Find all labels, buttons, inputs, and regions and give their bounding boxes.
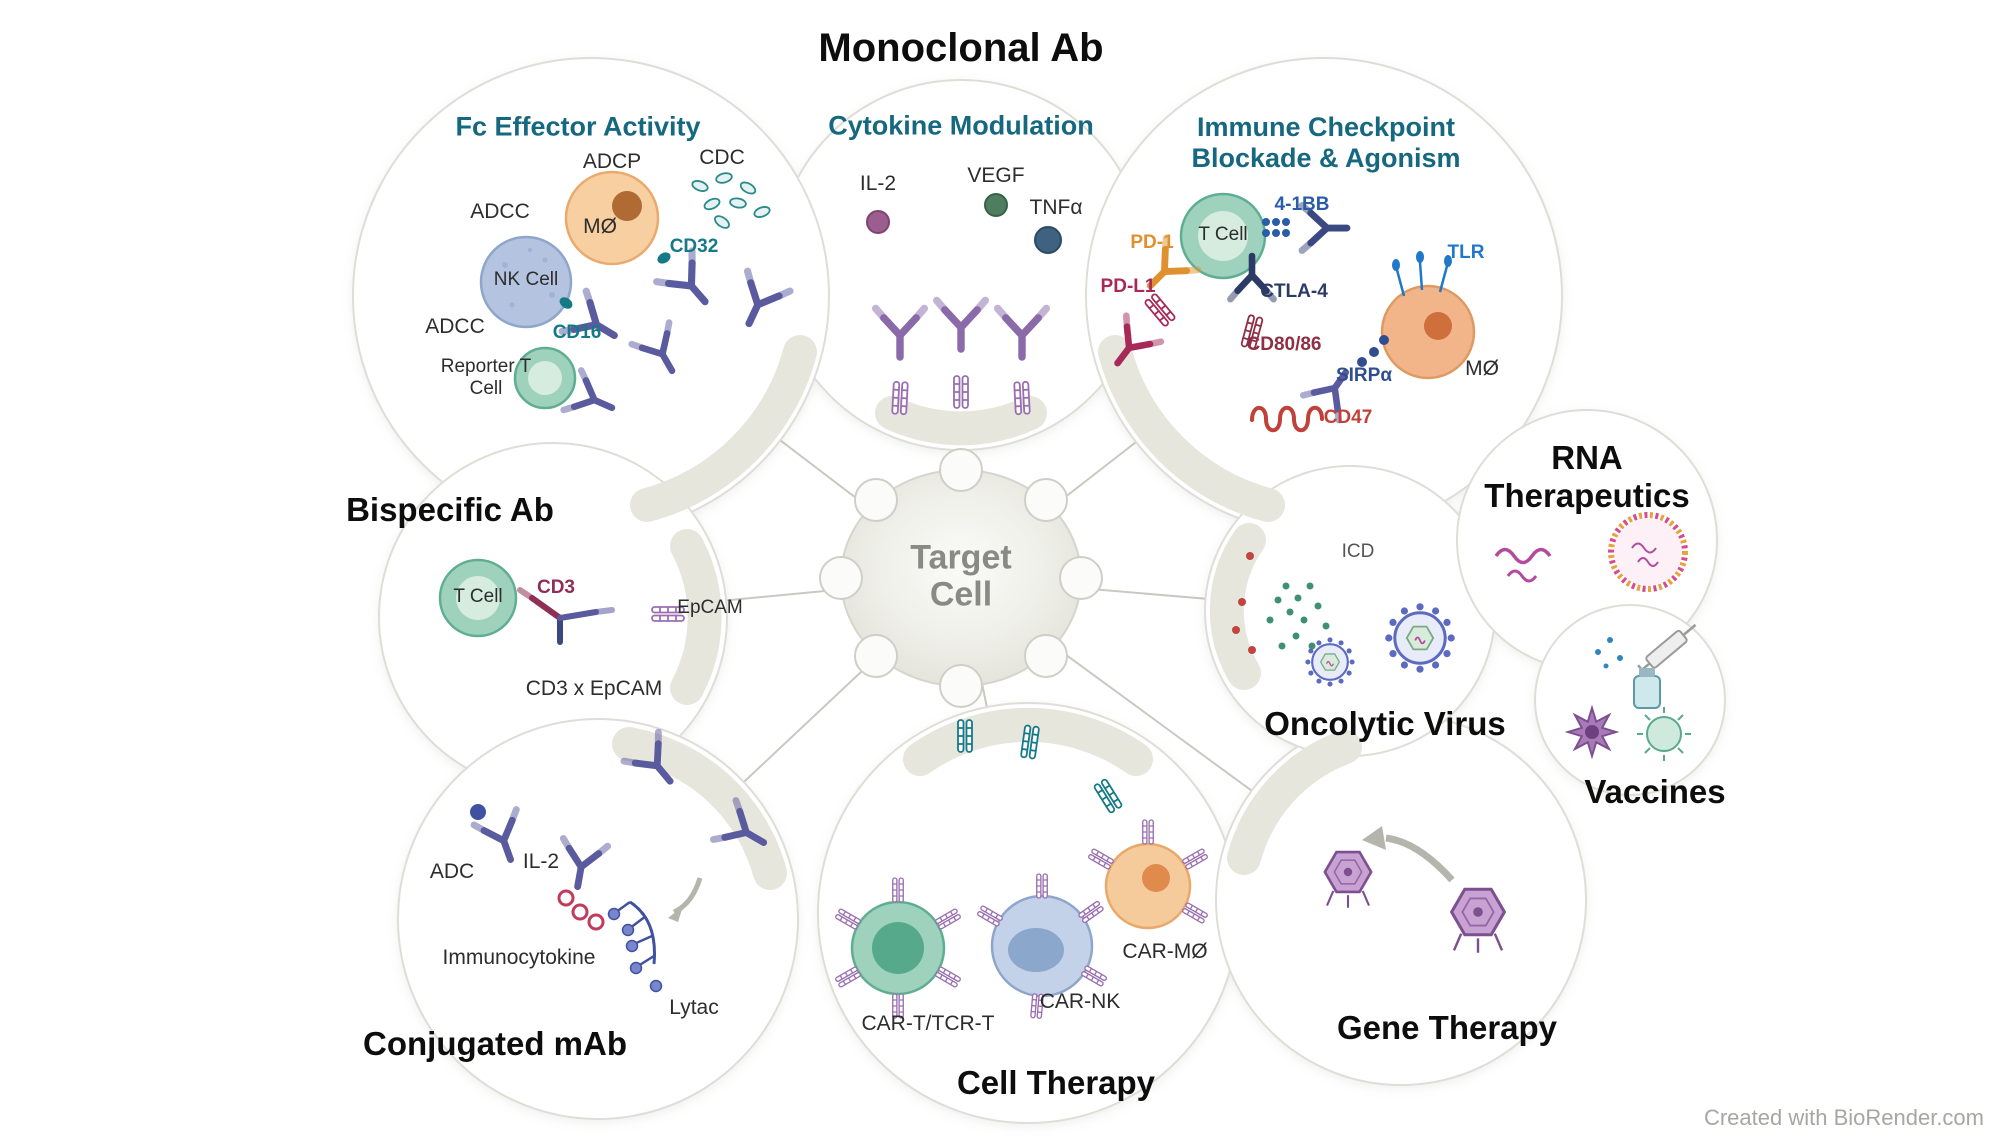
car-mo-cell-icon: [1087, 819, 1209, 930]
car-t-label: CAR-T/TCR-T: [861, 1011, 995, 1035]
immunocytokine-icon: [556, 838, 608, 931]
macrophage-cell-icon: [564, 170, 660, 266]
bispecific-antibody-icon: [517, 587, 615, 645]
cd3-label: CD3: [536, 577, 576, 599]
cd47-label: CD47: [1323, 407, 1373, 429]
t-cell-icon: [438, 558, 518, 638]
car-nk-cell-icon: [976, 873, 1108, 1020]
monoclonal-ab-title: Monoclonal Ab: [818, 26, 1104, 70]
cd32-receptor-icon: [657, 252, 671, 264]
dendritic-cell-icon: [1564, 704, 1620, 760]
cytokine-icons: [866, 193, 1062, 416]
gene-therapy-title: Gene Therapy: [1336, 1009, 1558, 1047]
cd3-x-epcam-label: CD3 x EpCAM: [525, 676, 663, 700]
tnfa-label: TNFα: [1029, 195, 1083, 219]
cell-therapy-icons: [834, 719, 1209, 1020]
il2-conjugated-label: IL-2: [522, 849, 560, 873]
membrane-bands: [612, 335, 1362, 890]
sirpa-receptor-icon: [1357, 335, 1389, 367]
adcc-label: ADCC: [470, 199, 530, 223]
cdc-label: CDC: [699, 145, 745, 169]
target-cell-receptors: [819, 448, 1103, 708]
checkpoint-icons: [1100, 192, 1476, 433]
vaccine-icons: [1564, 623, 1697, 761]
macrophage-label: MØ: [583, 214, 617, 238]
cd47-icon: [1250, 405, 1324, 433]
target-cell-label: Target Cell: [910, 538, 1012, 614]
icd-particles: [1232, 552, 1330, 654]
vial-icon: [1633, 668, 1661, 709]
oncolytic-title: Oncolytic Virus: [1264, 705, 1506, 743]
immune-cell-icon: [1637, 707, 1691, 761]
tlr-receptor-icon: [1392, 251, 1452, 297]
car-nk-label: CAR-NK: [1039, 989, 1121, 1013]
syringe-icon: [1637, 623, 1697, 676]
il2-label: IL-2: [859, 171, 897, 195]
pdl1-label: PD-L1: [1100, 276, 1156, 298]
t-cell-label: T Cell: [1198, 224, 1248, 246]
gene-therapy-icons: [1323, 826, 1506, 955]
macrophage-cell-icon: [1380, 284, 1476, 380]
tlr-label: TLR: [1447, 242, 1485, 264]
car-t-cell-icon: [834, 877, 962, 1019]
rna-icons: [1494, 512, 1688, 592]
biorender-watermark: Created with BioRender.com: [1703, 1105, 1984, 1130]
vaccines-title: Vaccines: [1584, 773, 1726, 811]
bispecific-t-cell-label: T Cell: [453, 586, 503, 608]
droplet-icons: [1595, 637, 1623, 669]
4-1bb-receptor-icon: [1262, 218, 1290, 237]
lipid-nanoparticle-icon: [1608, 512, 1688, 592]
reporter-t-cell-label: Reporter T Cell: [440, 356, 532, 399]
4-1bb-label: 4-1BB: [1274, 194, 1330, 216]
cdc-complement-icons: [691, 172, 771, 229]
tnfa-molecule-icon: [1034, 226, 1062, 254]
icd-label: ICD: [1341, 541, 1375, 563]
cd16-receptor-icon: [559, 297, 573, 309]
bispecific-title: Bispecific Ab: [346, 491, 554, 529]
adc-label: ADC: [429, 859, 475, 883]
fc-effector-icons: [479, 170, 790, 428]
immunocytokine-label: Immunocytokine: [442, 945, 596, 969]
delivery-arrow-icon: [1385, 834, 1455, 883]
vegf-molecule-icon: [984, 193, 1008, 217]
pd1-label: PD-1: [1130, 232, 1174, 254]
sirpa-label: SIRPα: [1335, 365, 1393, 387]
ctla4-label: CTLA-4: [1260, 281, 1328, 303]
cd32-label: CD32: [669, 236, 719, 258]
il2-molecule-icon: [866, 210, 890, 234]
reporter-t-cell-icon: [513, 346, 577, 410]
macrophage-cp-label: MØ: [1465, 356, 1499, 380]
vegf-label: VEGF: [967, 163, 1025, 187]
cytokine-heading: Cytokine Modulation: [828, 110, 1094, 141]
oncolytic-icons: [1232, 552, 1457, 688]
cd8086-label: CD80/86: [1246, 334, 1322, 356]
checkpoint-heading: Immune Checkpoint Blockade & Agonism: [1191, 111, 1461, 173]
target-cell-blob: [819, 448, 1103, 708]
lytac-icon: [607, 877, 703, 993]
car-mo-label: CAR-MØ: [1122, 939, 1208, 963]
adcc-reporter-label: ADCC: [425, 314, 485, 338]
delivery-arrowhead-icon: [1362, 826, 1386, 850]
conjugated-title: Conjugated mAb: [363, 1025, 627, 1063]
conjugated-icons: [470, 732, 775, 993]
fc-effector-heading: Fc Effector Activity: [455, 111, 701, 142]
adcp-label: ADCP: [582, 149, 642, 173]
rna-title: RNA Therapeutics: [1484, 439, 1690, 514]
nk-cell-icon: [479, 235, 573, 329]
bispecific-icons: [438, 558, 685, 645]
lytac-label: Lytac: [669, 995, 719, 1019]
nk-cell-label: NK Cell: [493, 269, 559, 291]
rna-strand-icon: [1494, 547, 1552, 565]
rna-strand-icon: [1506, 569, 1538, 583]
adc-icon: [470, 804, 532, 867]
cell-therapy-title: Cell Therapy: [956, 1064, 1156, 1102]
cd16-label: CD16: [552, 322, 602, 344]
epcam-label: EpCAM: [677, 597, 743, 619]
